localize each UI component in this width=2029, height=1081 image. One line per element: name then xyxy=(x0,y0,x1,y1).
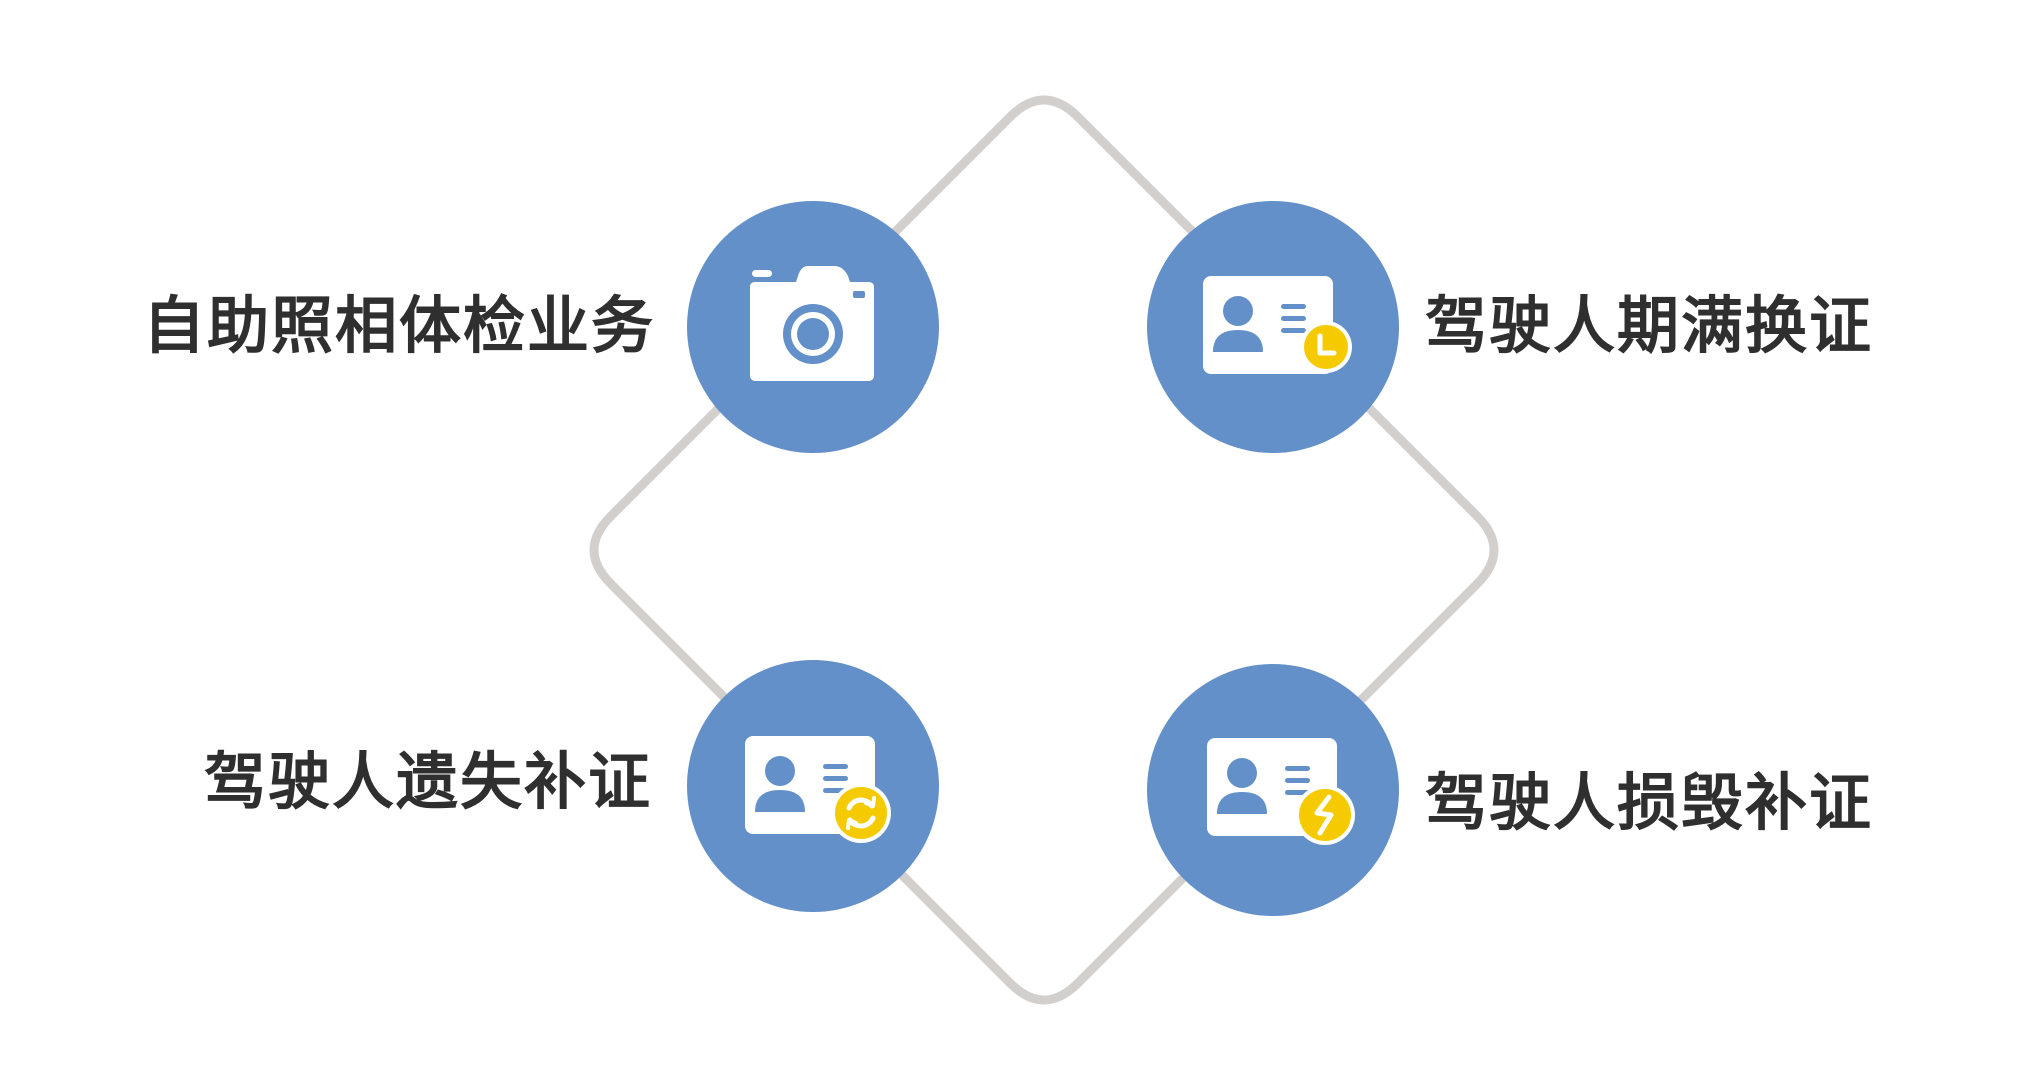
node-lost xyxy=(687,660,939,912)
id-card-lightning-icon xyxy=(1207,738,1355,845)
diamond-outline xyxy=(589,95,1499,1005)
id-card-clock-icon xyxy=(1203,276,1352,374)
label-renewal: 驾驶人期满换证 xyxy=(1425,289,1874,362)
node-self-photo xyxy=(687,201,939,453)
id-card-refresh-icon xyxy=(745,736,891,843)
label-lost: 驾驶人遗失补证 xyxy=(203,745,652,818)
label-damaged: 驾驶人损毁补证 xyxy=(1425,766,1874,839)
label-self-photo: 自助照相体检业务 xyxy=(142,289,655,362)
node-renewal xyxy=(1147,201,1399,453)
camera-icon xyxy=(750,266,874,381)
node-damaged xyxy=(1147,664,1399,916)
